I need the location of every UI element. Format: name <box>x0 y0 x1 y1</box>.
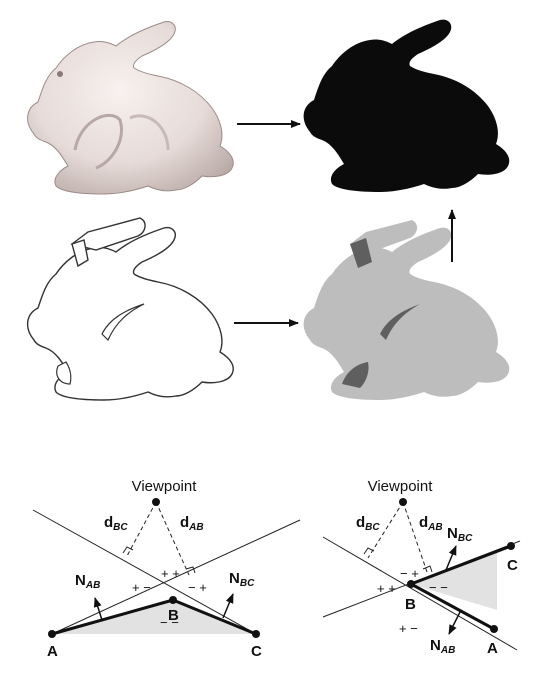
left-line-ab-extended <box>51 519 301 635</box>
left-edge-bc <box>172 598 257 636</box>
left-normal-ab-arrow <box>93 597 103 621</box>
right-point-a-dot <box>490 625 498 633</box>
right-viewpoint-label: Viewpoint <box>368 478 434 495</box>
right-line-ab-extended <box>322 536 518 651</box>
shaded-bunny <box>27 21 234 195</box>
left-d-ab-label: dAB <box>180 514 204 533</box>
outline-bunny <box>26 217 234 401</box>
right-signs-bottom: + − <box>399 621 418 636</box>
left-shaded-region <box>52 600 256 634</box>
left-viewpoint-label: Viewpoint <box>132 478 198 495</box>
left-point-c-label: C <box>251 643 262 660</box>
right-n-bc-label: NBC <box>447 525 473 544</box>
right-dash-ab <box>402 501 428 573</box>
gray-bunny <box>303 220 510 400</box>
right-d-ab-label: dAB <box>419 514 443 533</box>
right-n-ab-label: NAB <box>430 637 455 656</box>
left-signs-right: − + <box>188 580 207 595</box>
right-normal-bc-arrow <box>445 545 457 571</box>
left-point-c-dot <box>252 630 260 638</box>
left-line-bc-extended <box>32 509 257 635</box>
left-point-a-dot <box>48 630 56 638</box>
left-d-bc-label: dBC <box>104 514 128 533</box>
black-silhouette-bunny <box>303 19 510 193</box>
left-signs-left: + − <box>132 580 151 595</box>
left-normal-bc-arrow <box>222 593 234 619</box>
right-point-c-dot <box>507 542 515 550</box>
right-shaded-region <box>411 550 497 610</box>
right-normal-ab-arrow <box>448 609 462 635</box>
left-dash-bc <box>126 501 157 557</box>
left-signs-top: + + <box>161 566 180 581</box>
left-dash-ab <box>155 501 190 576</box>
right-signs-left: + + <box>377 581 396 596</box>
right-point-a-label: A <box>487 640 498 657</box>
right-viewpoint-dot <box>399 498 407 506</box>
right-edge-diagram: Viewpoint dBC dAB NBC NAB A B C − + + + … <box>322 478 521 657</box>
right-signs-right: − − <box>429 580 448 595</box>
left-viewpoint-dot <box>152 498 160 506</box>
right-edge-ab <box>410 582 495 631</box>
left-n-bc-label: NBC <box>229 570 255 589</box>
right-edge-bc <box>410 544 512 586</box>
right-d-bc-label: dBC <box>356 514 380 533</box>
left-point-b-dot <box>169 596 177 604</box>
right-point-b-dot <box>407 580 415 588</box>
right-signs-top: − + <box>400 566 419 581</box>
left-edge-ab <box>51 598 174 636</box>
left-point-b-label: B <box>168 607 179 624</box>
right-point-c-label: C <box>507 557 518 574</box>
left-point-a-label: A <box>47 643 58 660</box>
left-signs-bottom: − − <box>160 615 179 630</box>
left-edge-diagram: Viewpoint dBC dAB NAB NBC A B C + + + − … <box>32 478 301 660</box>
left-n-ab-label: NAB <box>75 572 100 591</box>
right-point-b-label: B <box>405 596 416 613</box>
